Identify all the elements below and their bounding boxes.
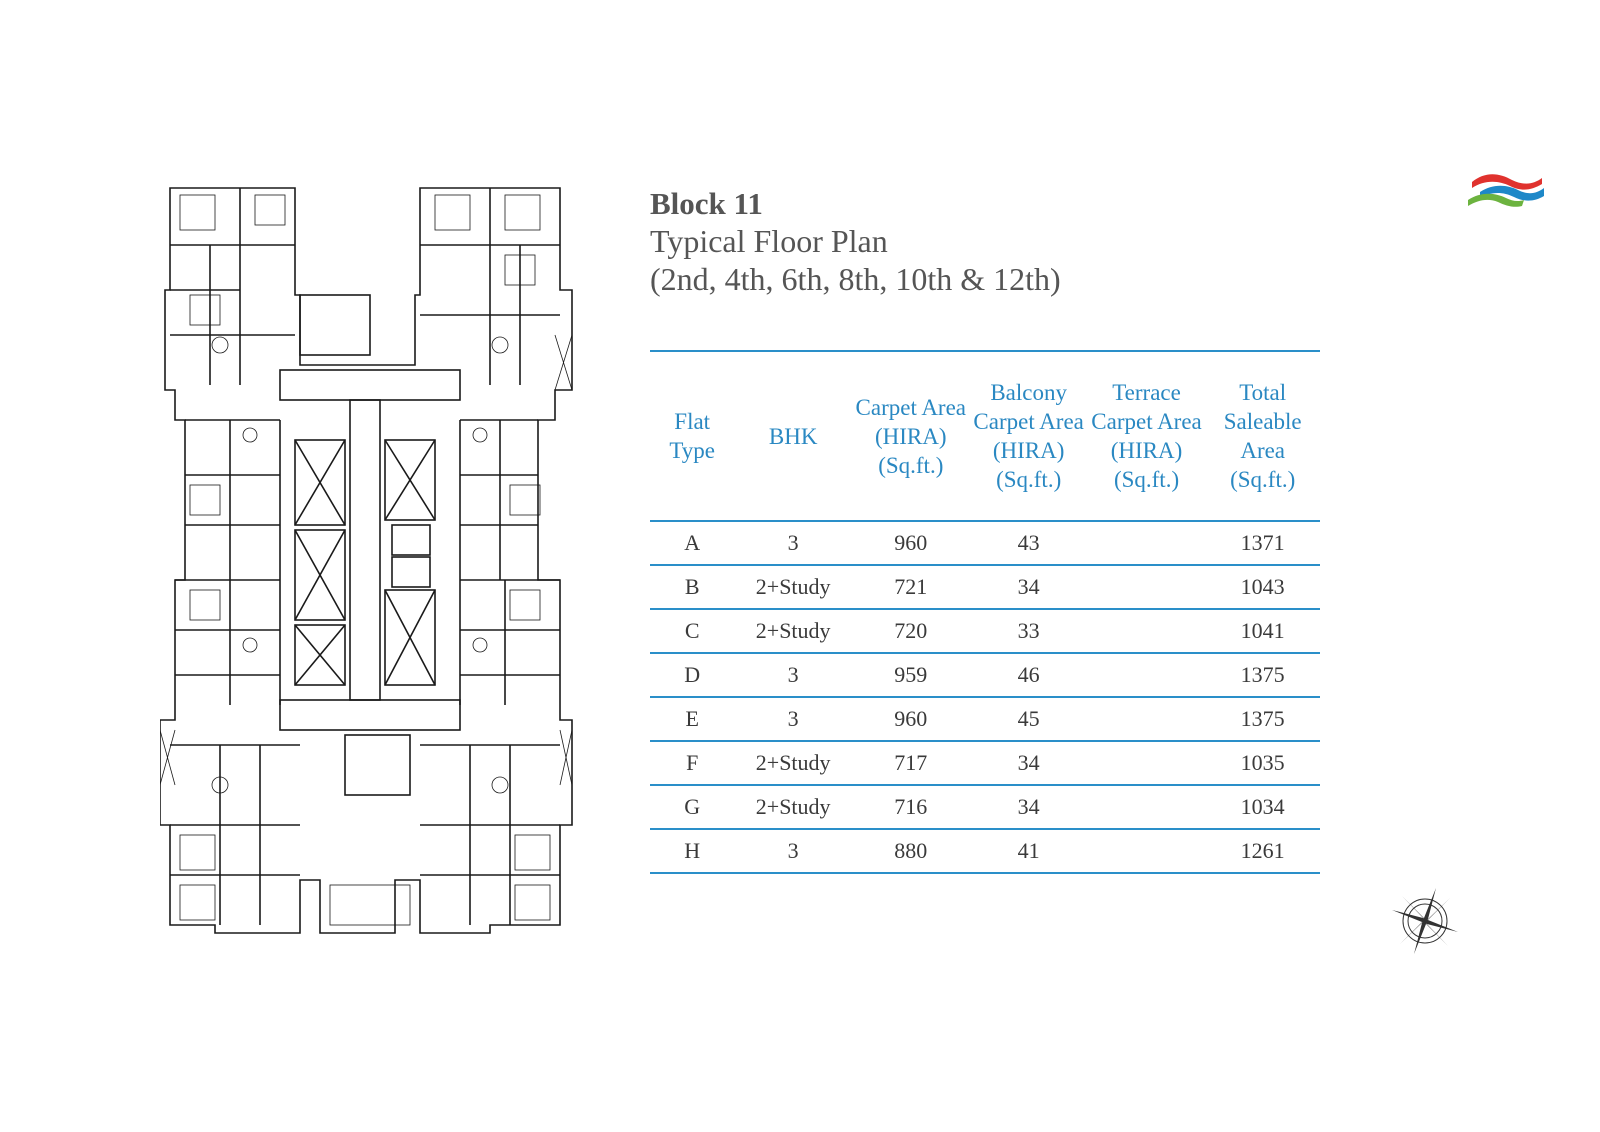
- table-row: E 3 960 45 1375: [650, 697, 1320, 742]
- cell-balcony: 33: [969, 609, 1088, 654]
- block-title: Block 11: [650, 186, 763, 221]
- cell-carpet: 959: [851, 653, 970, 698]
- cell-terrace: [1087, 609, 1206, 654]
- plan-title: Typical Floor Plan: [650, 223, 888, 259]
- cell-balcony: 41: [969, 829, 1088, 874]
- cell-saleable: 1041: [1205, 609, 1320, 654]
- cell-balcony: 46: [969, 653, 1088, 698]
- brand-wave-logo: [1468, 174, 1544, 207]
- table-row: A 3 960 43 1371: [650, 521, 1320, 566]
- cell-terrace: [1087, 785, 1206, 830]
- cell-carpet: 716: [851, 785, 970, 830]
- table-row: G 2+Study 716 34 1034: [650, 785, 1320, 830]
- header-balcony-area: Balcony Carpet Area (HIRA) (Sq.ft.): [969, 351, 1088, 522]
- cell-terrace: [1087, 565, 1206, 610]
- cell-terrace: [1087, 697, 1206, 742]
- header-saleable-area: Total Saleable Area (Sq.ft.): [1205, 351, 1320, 522]
- cell-carpet: 720: [851, 609, 970, 654]
- cell-carpet: 960: [851, 697, 970, 742]
- cell-terrace: [1087, 521, 1206, 566]
- cell-balcony: 34: [969, 741, 1088, 786]
- cell-saleable: 1034: [1205, 785, 1320, 830]
- header-terrace-area: Terrace Carpet Area (HIRA) (Sq.ft.): [1087, 351, 1206, 522]
- cell-balcony: 34: [969, 565, 1088, 610]
- cell-balcony: 34: [969, 785, 1088, 830]
- cell-flat-type: B: [650, 565, 735, 610]
- table-row: H 3 880 41 1261: [650, 829, 1320, 874]
- cell-flat-type: H: [650, 829, 735, 874]
- cell-saleable: 1035: [1205, 741, 1320, 786]
- header-flat-type: Flat Type: [650, 351, 735, 522]
- cell-carpet: 880: [851, 829, 970, 874]
- cell-flat-type: F: [650, 741, 735, 786]
- cell-terrace: [1087, 653, 1206, 698]
- table-header-row: Flat Type BHK Carpet Area (HIRA) (Sq.ft.…: [650, 351, 1320, 522]
- cell-bhk: 3: [734, 829, 852, 874]
- header-bhk: BHK: [734, 351, 852, 522]
- table-row: B 2+Study 721 34 1043: [650, 565, 1320, 610]
- header-carpet-area: Carpet Area (HIRA) (Sq.ft.): [851, 351, 970, 522]
- cell-saleable: 1043: [1205, 565, 1320, 610]
- table-row: D 3 959 46 1375: [650, 653, 1320, 698]
- cell-flat-type: E: [650, 697, 735, 742]
- floor-plan-drawing: [160, 187, 573, 934]
- cell-bhk: 3: [734, 653, 852, 698]
- compass-rose-icon: [1392, 888, 1458, 954]
- cell-flat-type: C: [650, 609, 735, 654]
- cell-carpet: 960: [851, 521, 970, 566]
- cell-terrace: [1087, 829, 1206, 874]
- cell-terrace: [1087, 741, 1206, 786]
- cell-bhk: 2+Study: [734, 741, 852, 786]
- area-table: Flat Type BHK Carpet Area (HIRA) (Sq.ft.…: [650, 350, 1320, 874]
- cell-bhk: 3: [734, 521, 852, 566]
- table-row: C 2+Study 720 33 1041: [650, 609, 1320, 654]
- cell-saleable: 1375: [1205, 697, 1320, 742]
- cell-balcony: 45: [969, 697, 1088, 742]
- cell-flat-type: D: [650, 653, 735, 698]
- cell-balcony: 43: [969, 521, 1088, 566]
- table-row: F 2+Study 717 34 1035: [650, 741, 1320, 786]
- cell-saleable: 1375: [1205, 653, 1320, 698]
- cell-bhk: 2+Study: [734, 785, 852, 830]
- floors-subtitle: (2nd, 4th, 6th, 8th, 10th & 12th): [650, 261, 1061, 297]
- cell-saleable: 1371: [1205, 521, 1320, 566]
- cell-carpet: 721: [851, 565, 970, 610]
- cell-carpet: 717: [851, 741, 970, 786]
- title-block: Block 11 Typical Floor Plan (2nd, 4th, 6…: [650, 186, 1061, 298]
- cell-flat-type: A: [650, 521, 735, 566]
- cell-bhk: 2+Study: [734, 609, 852, 654]
- cell-flat-type: G: [650, 785, 735, 830]
- cell-bhk: 2+Study: [734, 565, 852, 610]
- cell-bhk: 3: [734, 697, 852, 742]
- cell-saleable: 1261: [1205, 829, 1320, 874]
